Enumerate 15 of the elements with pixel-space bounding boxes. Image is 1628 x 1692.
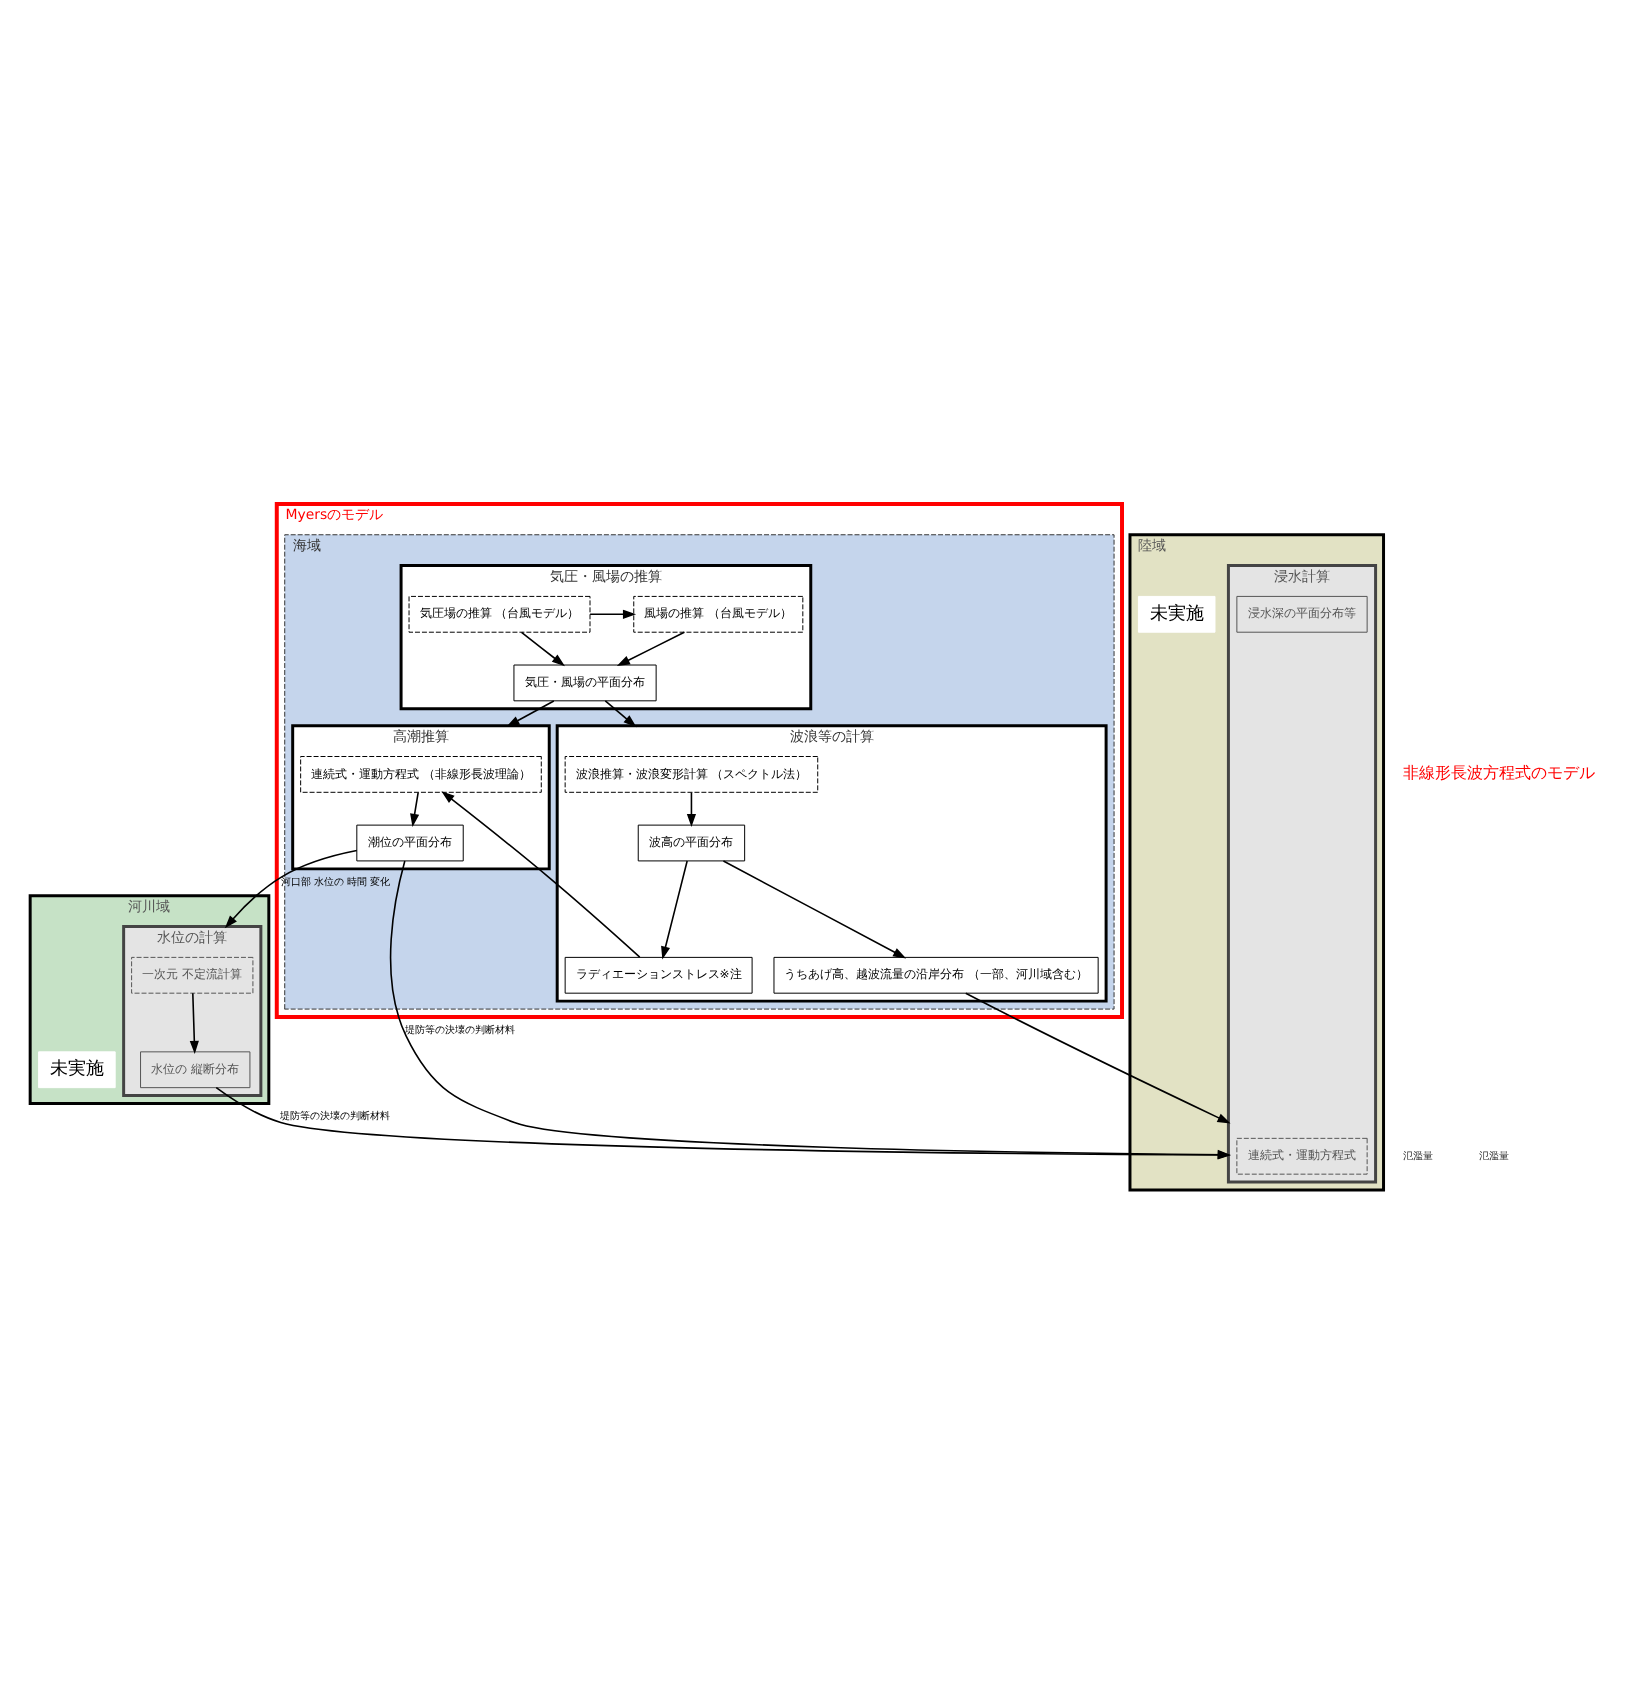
arrow xyxy=(441,790,641,957)
arrow xyxy=(686,790,697,827)
node-box: 未実施 xyxy=(38,1050,116,1088)
arrow xyxy=(224,848,358,928)
arrow xyxy=(506,699,555,726)
arrow xyxy=(964,991,1231,1123)
arrow xyxy=(410,790,420,827)
arrow xyxy=(604,699,637,727)
arrow xyxy=(520,630,565,666)
node-box: 未実施 xyxy=(1137,594,1216,632)
arrow xyxy=(189,991,199,1053)
arrow xyxy=(589,608,637,618)
arrow xyxy=(722,859,907,958)
arrow xyxy=(661,859,688,959)
arrow xyxy=(616,630,686,666)
